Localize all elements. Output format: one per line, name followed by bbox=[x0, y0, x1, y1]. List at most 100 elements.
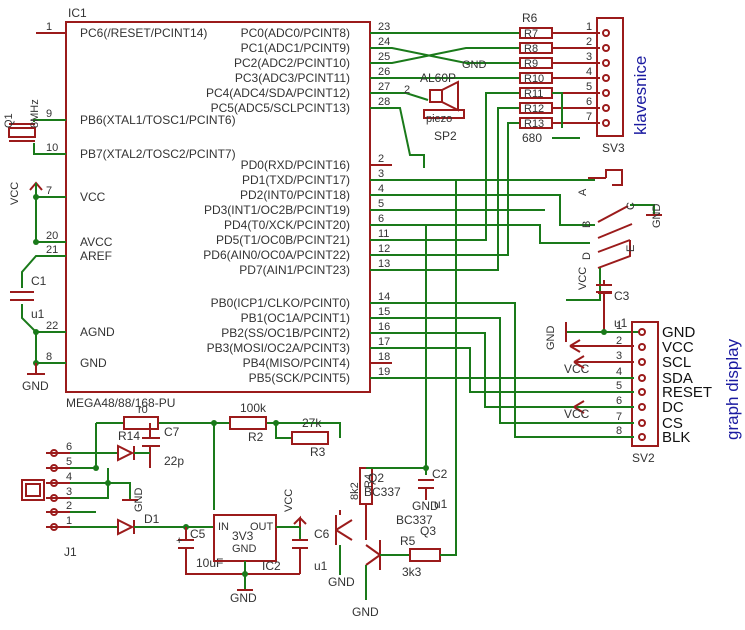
svg-text:C: C bbox=[625, 202, 637, 210]
ic1-pin-name: PB2(SS/OC1B/PCINT2) bbox=[221, 326, 350, 340]
svg-text:VCC: VCC bbox=[283, 489, 295, 512]
resistor-label: R9 bbox=[524, 58, 538, 70]
sv2-pin-number: 1 bbox=[616, 320, 622, 332]
ic1-pin-number: 21 bbox=[46, 244, 58, 256]
sv2-pin-number: 3 bbox=[616, 350, 622, 362]
svg-text:3k3: 3k3 bbox=[402, 565, 422, 579]
j1-pin-number: 3 bbox=[66, 486, 72, 498]
resistor-label: R8 bbox=[524, 43, 538, 55]
j1-pin-number: 5 bbox=[66, 456, 72, 468]
svg-text:R2: R2 bbox=[248, 430, 264, 444]
svg-text:BC337: BC337 bbox=[396, 513, 433, 527]
ic1-pin-name: PD4(T0/XCK/PCINT20) bbox=[224, 218, 350, 232]
sv2-pin bbox=[638, 433, 646, 441]
svg-text:SP2: SP2 bbox=[434, 129, 457, 143]
sv2-pin-name: CS bbox=[662, 415, 683, 432]
sv2-pin-number: 5 bbox=[616, 380, 622, 392]
svg-text:r0: r0 bbox=[138, 404, 148, 416]
svg-text:R5: R5 bbox=[400, 534, 416, 548]
capacitor-c3: C3 u1 GND bbox=[545, 280, 640, 350]
svg-text:u1: u1 bbox=[434, 497, 448, 511]
sv3-pin-number: 1 bbox=[586, 21, 592, 33]
sv2-pin bbox=[638, 403, 646, 411]
piezo-sp2: AL60P 2 piezo SP2 GND bbox=[404, 59, 487, 143]
resistor-label: R7 bbox=[524, 28, 538, 40]
j1-pin-end bbox=[50, 464, 58, 472]
sv3-pin bbox=[602, 74, 610, 82]
ic1-pin-name: PC4(ADC4/SDA/PCINT12) bbox=[206, 86, 350, 100]
ic1-pin-number: 16 bbox=[378, 321, 390, 333]
svg-text:22p: 22p bbox=[164, 454, 184, 468]
svg-text:GND: GND bbox=[352, 605, 379, 619]
j1-pin-end bbox=[50, 494, 58, 502]
ic1-pin-number: 9 bbox=[46, 108, 52, 120]
svg-text:SV2: SV2 bbox=[632, 451, 655, 465]
sv3-pin bbox=[602, 59, 610, 67]
svg-text:u1: u1 bbox=[31, 307, 45, 321]
svg-text:C5: C5 bbox=[190, 527, 206, 541]
svg-text:2: 2 bbox=[404, 84, 410, 96]
ic1-pin-number: 13 bbox=[378, 258, 390, 270]
kb-wire bbox=[552, 92, 580, 139]
svg-text:3V3: 3V3 bbox=[232, 529, 254, 543]
svg-text:VCC: VCC bbox=[9, 182, 21, 205]
j1-pin-end bbox=[50, 523, 58, 531]
svg-text:VCC: VCC bbox=[564, 362, 590, 376]
ic1-pin-number: 19 bbox=[378, 366, 390, 378]
ic1-pin-name: PB0(ICP1/CLKO/PCINT0) bbox=[211, 296, 350, 310]
svg-text:VCC: VCC bbox=[564, 407, 590, 421]
j1-pin-number: 6 bbox=[66, 441, 72, 453]
sv2-pin bbox=[638, 343, 646, 351]
svg-text:IC2: IC2 bbox=[262, 559, 281, 573]
sv3-pin bbox=[602, 104, 610, 112]
ic1-pin-name: PD5(T1/OC0B/PCINT21) bbox=[216, 233, 350, 247]
svg-text:C7: C7 bbox=[164, 425, 180, 439]
svg-text:GND: GND bbox=[328, 575, 355, 589]
keyboard-title: klavesnice bbox=[631, 56, 650, 135]
ic1-pin-number: 24 bbox=[378, 36, 390, 48]
ic1-pin-number: 7 bbox=[46, 185, 52, 197]
ic1-pin-name: AVCC bbox=[80, 235, 113, 249]
r6-label: R6 bbox=[522, 11, 538, 25]
svg-text:100k: 100k bbox=[240, 401, 267, 415]
sv3-pin-number: 3 bbox=[586, 51, 592, 63]
ic1-pin-name: PD0(RXD/PCINT16) bbox=[241, 158, 350, 172]
sv2-pin-name: RESET bbox=[662, 384, 712, 401]
svg-text:OUT: OUT bbox=[250, 521, 274, 533]
svg-text:Q1: Q1 bbox=[3, 113, 15, 128]
svg-text:GND: GND bbox=[412, 499, 439, 513]
svg-text:E: E bbox=[625, 245, 637, 252]
ic1-pin-name: PD7(AIN1/PCINT23) bbox=[239, 263, 350, 277]
sv3-pin bbox=[602, 89, 610, 97]
sv3-pin bbox=[602, 119, 610, 127]
sv3-pin bbox=[602, 29, 610, 37]
display-title: graph display bbox=[723, 338, 742, 440]
ic1-body bbox=[65, 21, 371, 393]
ic1-pin-number: 20 bbox=[46, 230, 58, 242]
sv2-pin-name: DC bbox=[662, 399, 684, 416]
ic1-ref: IC1 bbox=[68, 6, 87, 20]
j1-pin-end bbox=[50, 449, 58, 457]
sv2-pin bbox=[638, 328, 646, 336]
ic1-pin-name: PC0(ADC0/PCINT8) bbox=[241, 26, 350, 40]
power-left: VCC C1 u1 GND bbox=[9, 181, 66, 393]
sv2-pin-number: 8 bbox=[616, 425, 622, 437]
sv2-pin-number: 2 bbox=[616, 335, 622, 347]
svg-text:+: + bbox=[176, 535, 182, 547]
ic1-right-pins: 23PC0(ADC0/PCINT8)24PC1(ADC1/PCINT9)25PC… bbox=[203, 21, 392, 385]
j1-pin-number: 4 bbox=[66, 471, 72, 483]
display-wires: VCC VCC bbox=[370, 302, 634, 438]
resistor-label: R11 bbox=[524, 88, 543, 100]
sv3-pin-number: 4 bbox=[586, 66, 592, 78]
ic1-pin-name: PB4(MISO/PCINT4) bbox=[243, 356, 350, 370]
sv3-pin-number: 6 bbox=[586, 96, 592, 108]
resistor-label: R13 bbox=[524, 118, 544, 130]
ic1-pin-number: 12 bbox=[378, 243, 390, 255]
ic1-pin-name: AGND bbox=[80, 325, 115, 339]
svg-text:C1: C1 bbox=[31, 274, 47, 288]
svg-text:D: D bbox=[581, 252, 593, 260]
svg-text:IN: IN bbox=[218, 521, 229, 533]
ic1-pin-name: PB1(OC1A/PCINT1) bbox=[241, 311, 350, 325]
ic1-pin-number: 23 bbox=[378, 21, 390, 33]
